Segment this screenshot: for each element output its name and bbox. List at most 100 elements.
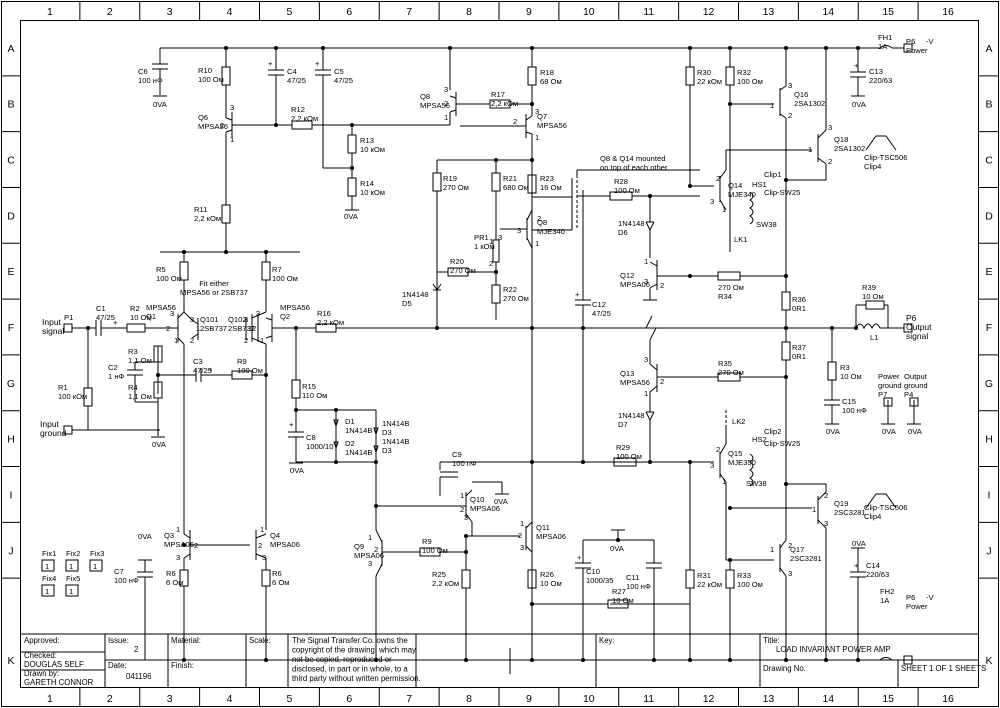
- q8-pin-0: 2: [537, 214, 541, 223]
- scale-label: Scale:: [249, 636, 271, 645]
- p6top-line-0: P6: [906, 37, 915, 46]
- c10-line-0: C10: [586, 567, 600, 576]
- p6top-line-1: Power: [906, 46, 928, 55]
- q14-line-1: MJE340: [728, 190, 756, 199]
- r19-line-1: 270 Ом: [443, 183, 469, 192]
- fix3-line-0: Fix3: [90, 549, 104, 558]
- sw38b-label: SW38: [746, 479, 767, 488]
- c12-line-1: 47/25: [592, 309, 611, 318]
- fix4-label: Fix4: [42, 574, 56, 583]
- q14-pin-2: 1: [722, 205, 726, 214]
- grid-col-bottom-16: 16: [942, 693, 954, 705]
- d6-line-1: D6: [618, 228, 628, 237]
- r20-line-1: 270 Ом: [450, 266, 476, 275]
- grid-col-top-5: 5: [287, 6, 293, 18]
- r9top-line-1: 100 Ом: [237, 366, 263, 375]
- copyright-line-3: disclosed, in part or in whole, to a: [292, 665, 408, 674]
- svg-text:+: +: [854, 561, 859, 570]
- p6bot-line-0: P6: [906, 593, 915, 602]
- r29-line-0: R29: [616, 443, 630, 452]
- r13-line-0: R13: [360, 136, 374, 145]
- clip1-label: Clip1: [764, 170, 781, 179]
- grid-col-bottom-14: 14: [822, 693, 834, 705]
- d3a-line-1: D3: [382, 428, 392, 437]
- r27-line-1: 10 Ом: [612, 596, 634, 605]
- approved-label: Approved:: [24, 636, 60, 645]
- r26-line-0: R26: [540, 570, 554, 579]
- c4-line-1: 47/25: [287, 76, 306, 85]
- c6gnd-line-0: 0VA: [153, 100, 168, 109]
- outgnd-line-1: ground: [904, 381, 928, 390]
- q101-line-0: Q101: [200, 315, 219, 324]
- r5-line-0: R5: [156, 265, 166, 274]
- r37-line-0: R37: [792, 343, 806, 352]
- clip4bot-line-1: Clip4: [864, 512, 881, 521]
- grid-row-left-E: E: [7, 266, 14, 278]
- fix3-digit: 1: [93, 562, 97, 571]
- p7gnd-line-0: 0VA: [882, 427, 897, 436]
- q1-pin-0: 3: [170, 309, 174, 318]
- r19-line-0: R19: [443, 174, 457, 183]
- c15-line-1: 100 нФ: [842, 406, 867, 415]
- q4-line-0: Q4: [270, 531, 280, 540]
- fix1-digit: 1: [45, 562, 49, 571]
- r14-line-0: R14: [360, 179, 374, 188]
- q9-pin-0: 1: [368, 533, 372, 542]
- q19-line-1: 2SC3281: [834, 508, 866, 517]
- l1-line-0: L1: [870, 333, 878, 342]
- r5-line-1: 100 Ом: [156, 274, 182, 283]
- wiring: [41, 43, 921, 665]
- grid-row-left-F: F: [8, 322, 14, 334]
- r11-line-0: R11: [194, 205, 207, 214]
- q2-line-0: MPSA56: [280, 303, 310, 312]
- q17-line-1: 2SC3281: [790, 554, 822, 563]
- pr1-line-1: 1 кОм: [474, 242, 495, 251]
- q15-pin-2: 1: [722, 477, 726, 486]
- q10gnd-line-0: 0VA: [494, 497, 509, 506]
- grid-col-top-14: 14: [822, 6, 834, 18]
- q16-line-1: 2SA1302: [794, 99, 825, 108]
- p1-label: P1: [64, 313, 73, 322]
- q19-line-0: Q19: [834, 499, 848, 508]
- grid-row-left-H: H: [7, 434, 15, 446]
- clip4top-line-1: Clip4: [864, 162, 881, 171]
- q3-line-0: Q3: [164, 531, 174, 540]
- grid-col-top-9: 9: [526, 6, 532, 18]
- c2-line-0: C2: [108, 363, 118, 372]
- r31-line-1: 22 кОм: [697, 580, 722, 589]
- c4-line-0: C4: [287, 67, 297, 76]
- grid-row-left-G: G: [7, 378, 15, 390]
- r17-line-1: 2,2 кОм: [491, 99, 518, 108]
- pr1-pin-0: 1: [489, 237, 493, 246]
- copyright-line-2: not be copied, reproduced or: [292, 655, 392, 664]
- insig-line-0: Input: [42, 317, 62, 327]
- p6out-line-0: P6: [906, 313, 917, 323]
- grid-col-top-2: 2: [107, 6, 113, 18]
- c14-line-0: C14: [866, 561, 880, 570]
- r16-line-0: R16: [317, 309, 331, 318]
- date-value: 041196: [126, 672, 151, 681]
- grid-row-right-H: H: [985, 434, 993, 446]
- q12-pin-2: 2: [660, 281, 664, 290]
- c14-line-1: 220/63: [866, 570, 889, 579]
- r6b-line-0: R6: [272, 569, 282, 578]
- r9bot-line-0: R9: [422, 537, 432, 546]
- r16-line-1: 2,2 кОм: [317, 318, 344, 327]
- r23-line-1: 16 Ом: [540, 183, 562, 192]
- r6b-line-1: 6 Ом: [272, 578, 289, 587]
- q14-line-0: Q14: [728, 181, 742, 190]
